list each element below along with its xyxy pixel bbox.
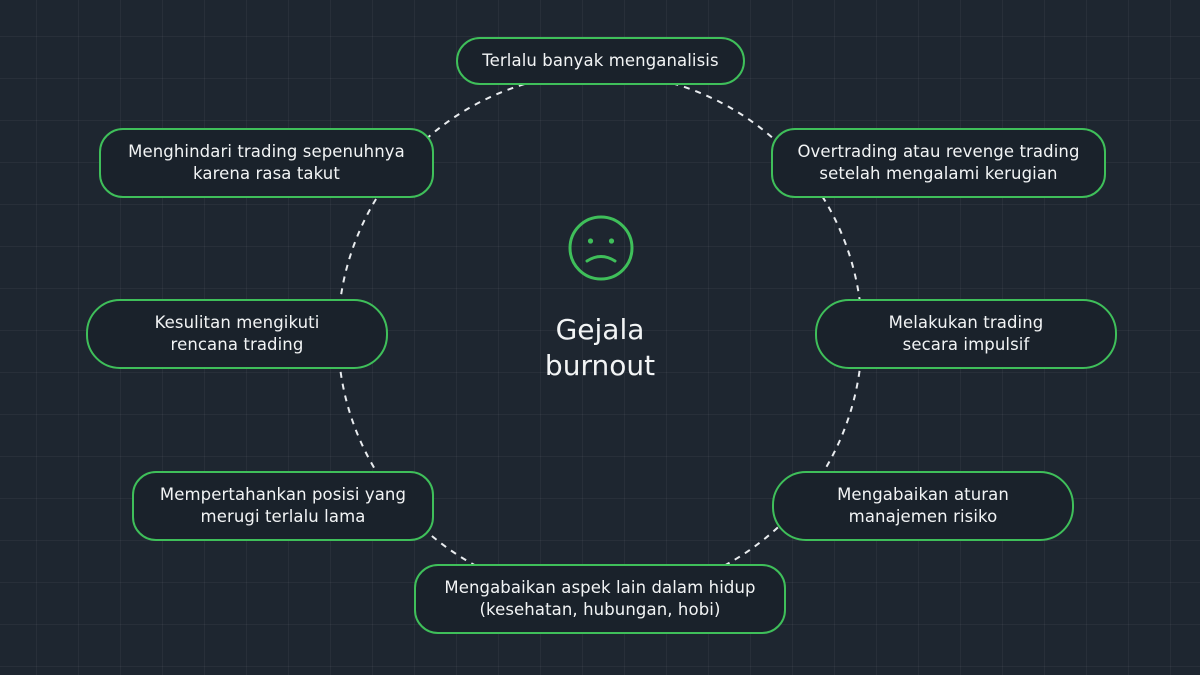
sad-face-icon <box>568 215 634 281</box>
node-label: Mengabaikan aturan manajemen risiko <box>837 485 1009 526</box>
node-label: Menghindari trading sepenuhnya karena ra… <box>128 142 405 183</box>
node-label: Melakukan trading secara impulsif <box>888 313 1044 354</box>
node-label: Overtrading atau revenge trading setelah… <box>797 142 1080 183</box>
node-label: Mengabaikan aspek lain dalam hidup (kese… <box>444 578 756 619</box>
node-overtrading: Overtrading atau revenge trading setelah… <box>771 128 1106 198</box>
node-ignore-risk-rules: Mengabaikan aturan manajemen risiko <box>772 471 1074 541</box>
node-hold-losing-position: Mempertahankan posisi yang merugi terlal… <box>132 471 434 541</box>
node-overanalysis: Terlalu banyak menganalisis <box>456 37 745 85</box>
center-title: Gejala burnout <box>544 313 656 382</box>
node-impulsive-trading: Melakukan trading secara impulsif <box>815 299 1117 369</box>
node-ignore-life-aspects: Mengabaikan aspek lain dalam hidup (kese… <box>414 564 786 634</box>
node-avoid-trading-fear: Menghindari trading sepenuhnya karena ra… <box>99 128 434 198</box>
node-label: Kesulitan mengikuti rencana trading <box>154 313 320 354</box>
node-label: Terlalu banyak menganalisis <box>482 51 719 70</box>
node-hard-to-follow-plan: Kesulitan mengikuti rencana trading <box>86 299 388 369</box>
node-label: Mempertahankan posisi yang merugi terlal… <box>159 485 407 526</box>
